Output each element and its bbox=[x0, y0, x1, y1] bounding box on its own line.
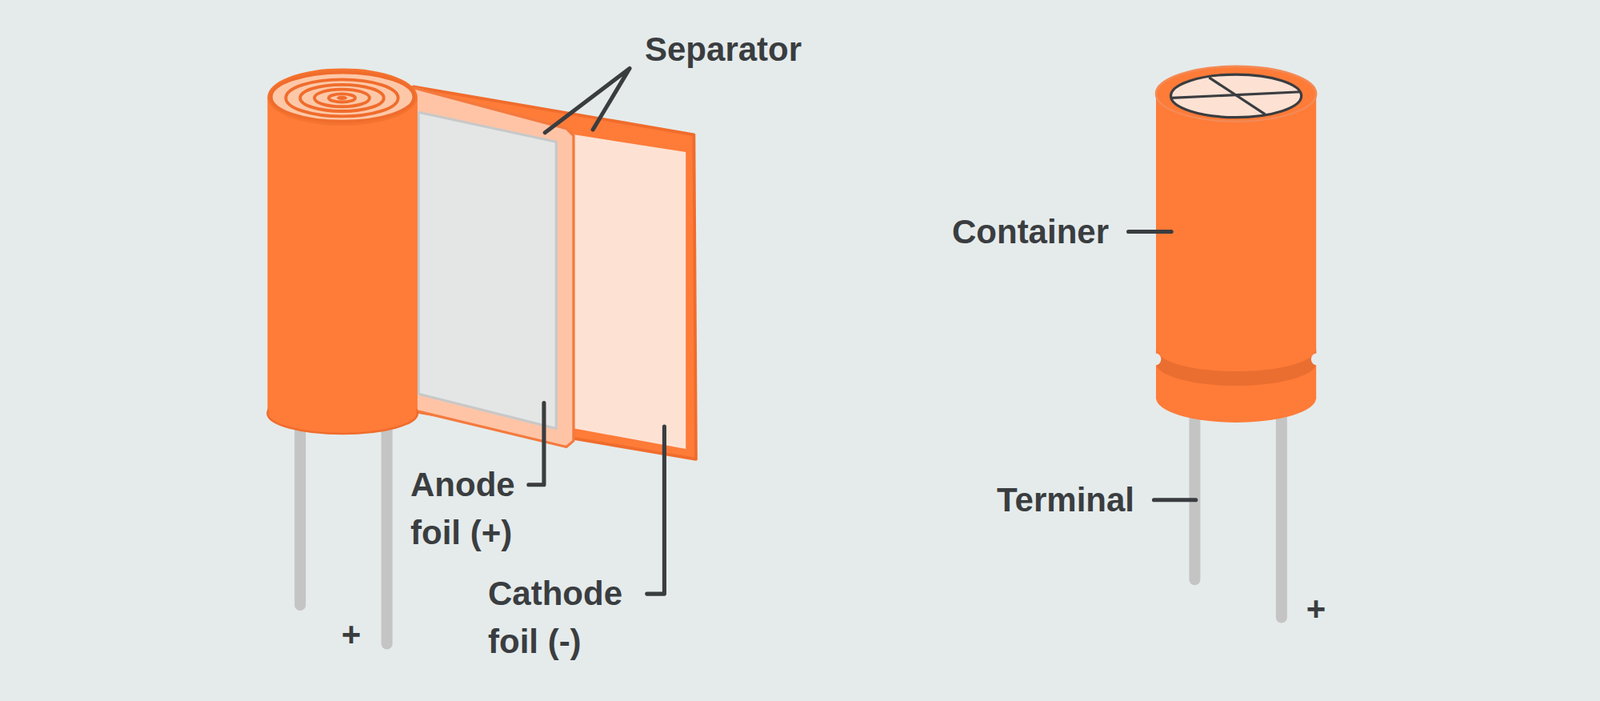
leader-line bbox=[528, 403, 544, 485]
cathode-foil bbox=[413, 86, 696, 459]
leader-line bbox=[544, 68, 630, 132]
part-label: Separator bbox=[644, 25, 802, 74]
lead-wires bbox=[300, 418, 387, 644]
vent-face bbox=[1171, 74, 1302, 118]
roll-windings bbox=[285, 79, 398, 116]
groove-notch bbox=[1311, 352, 1324, 365]
lead bbox=[1276, 408, 1288, 617]
part-label: Cathode foil (-) bbox=[488, 569, 660, 666]
container-body bbox=[1156, 93, 1316, 398]
polarity-mark: + bbox=[341, 610, 362, 659]
separator-sheet bbox=[413, 88, 574, 448]
terminals bbox=[1194, 408, 1281, 617]
leader-lines bbox=[528, 68, 1196, 594]
leader-line bbox=[647, 426, 665, 594]
lead bbox=[294, 418, 306, 605]
polarity-mark: + bbox=[1306, 584, 1327, 633]
roll-body bbox=[268, 96, 417, 412]
roll-core bbox=[336, 96, 348, 100]
roll-top bbox=[267, 68, 417, 125]
container-top bbox=[1156, 66, 1316, 122]
part-label: Anode foil (+) bbox=[410, 460, 551, 557]
part-label: Container bbox=[952, 208, 1109, 256]
cathode-foil-face bbox=[574, 134, 686, 449]
leader-line bbox=[1128, 229, 1172, 234]
vent-score bbox=[1171, 77, 1301, 115]
roll-top-face bbox=[271, 72, 415, 122]
roll-body bbox=[267, 96, 417, 413]
part-label: Terminal bbox=[996, 476, 1135, 524]
lead bbox=[381, 418, 393, 644]
groove-notch bbox=[1148, 352, 1161, 365]
container-groove bbox=[1156, 348, 1316, 386]
lead bbox=[1188, 408, 1200, 580]
leader-line bbox=[1153, 497, 1196, 502]
anode-foil bbox=[418, 112, 556, 428]
